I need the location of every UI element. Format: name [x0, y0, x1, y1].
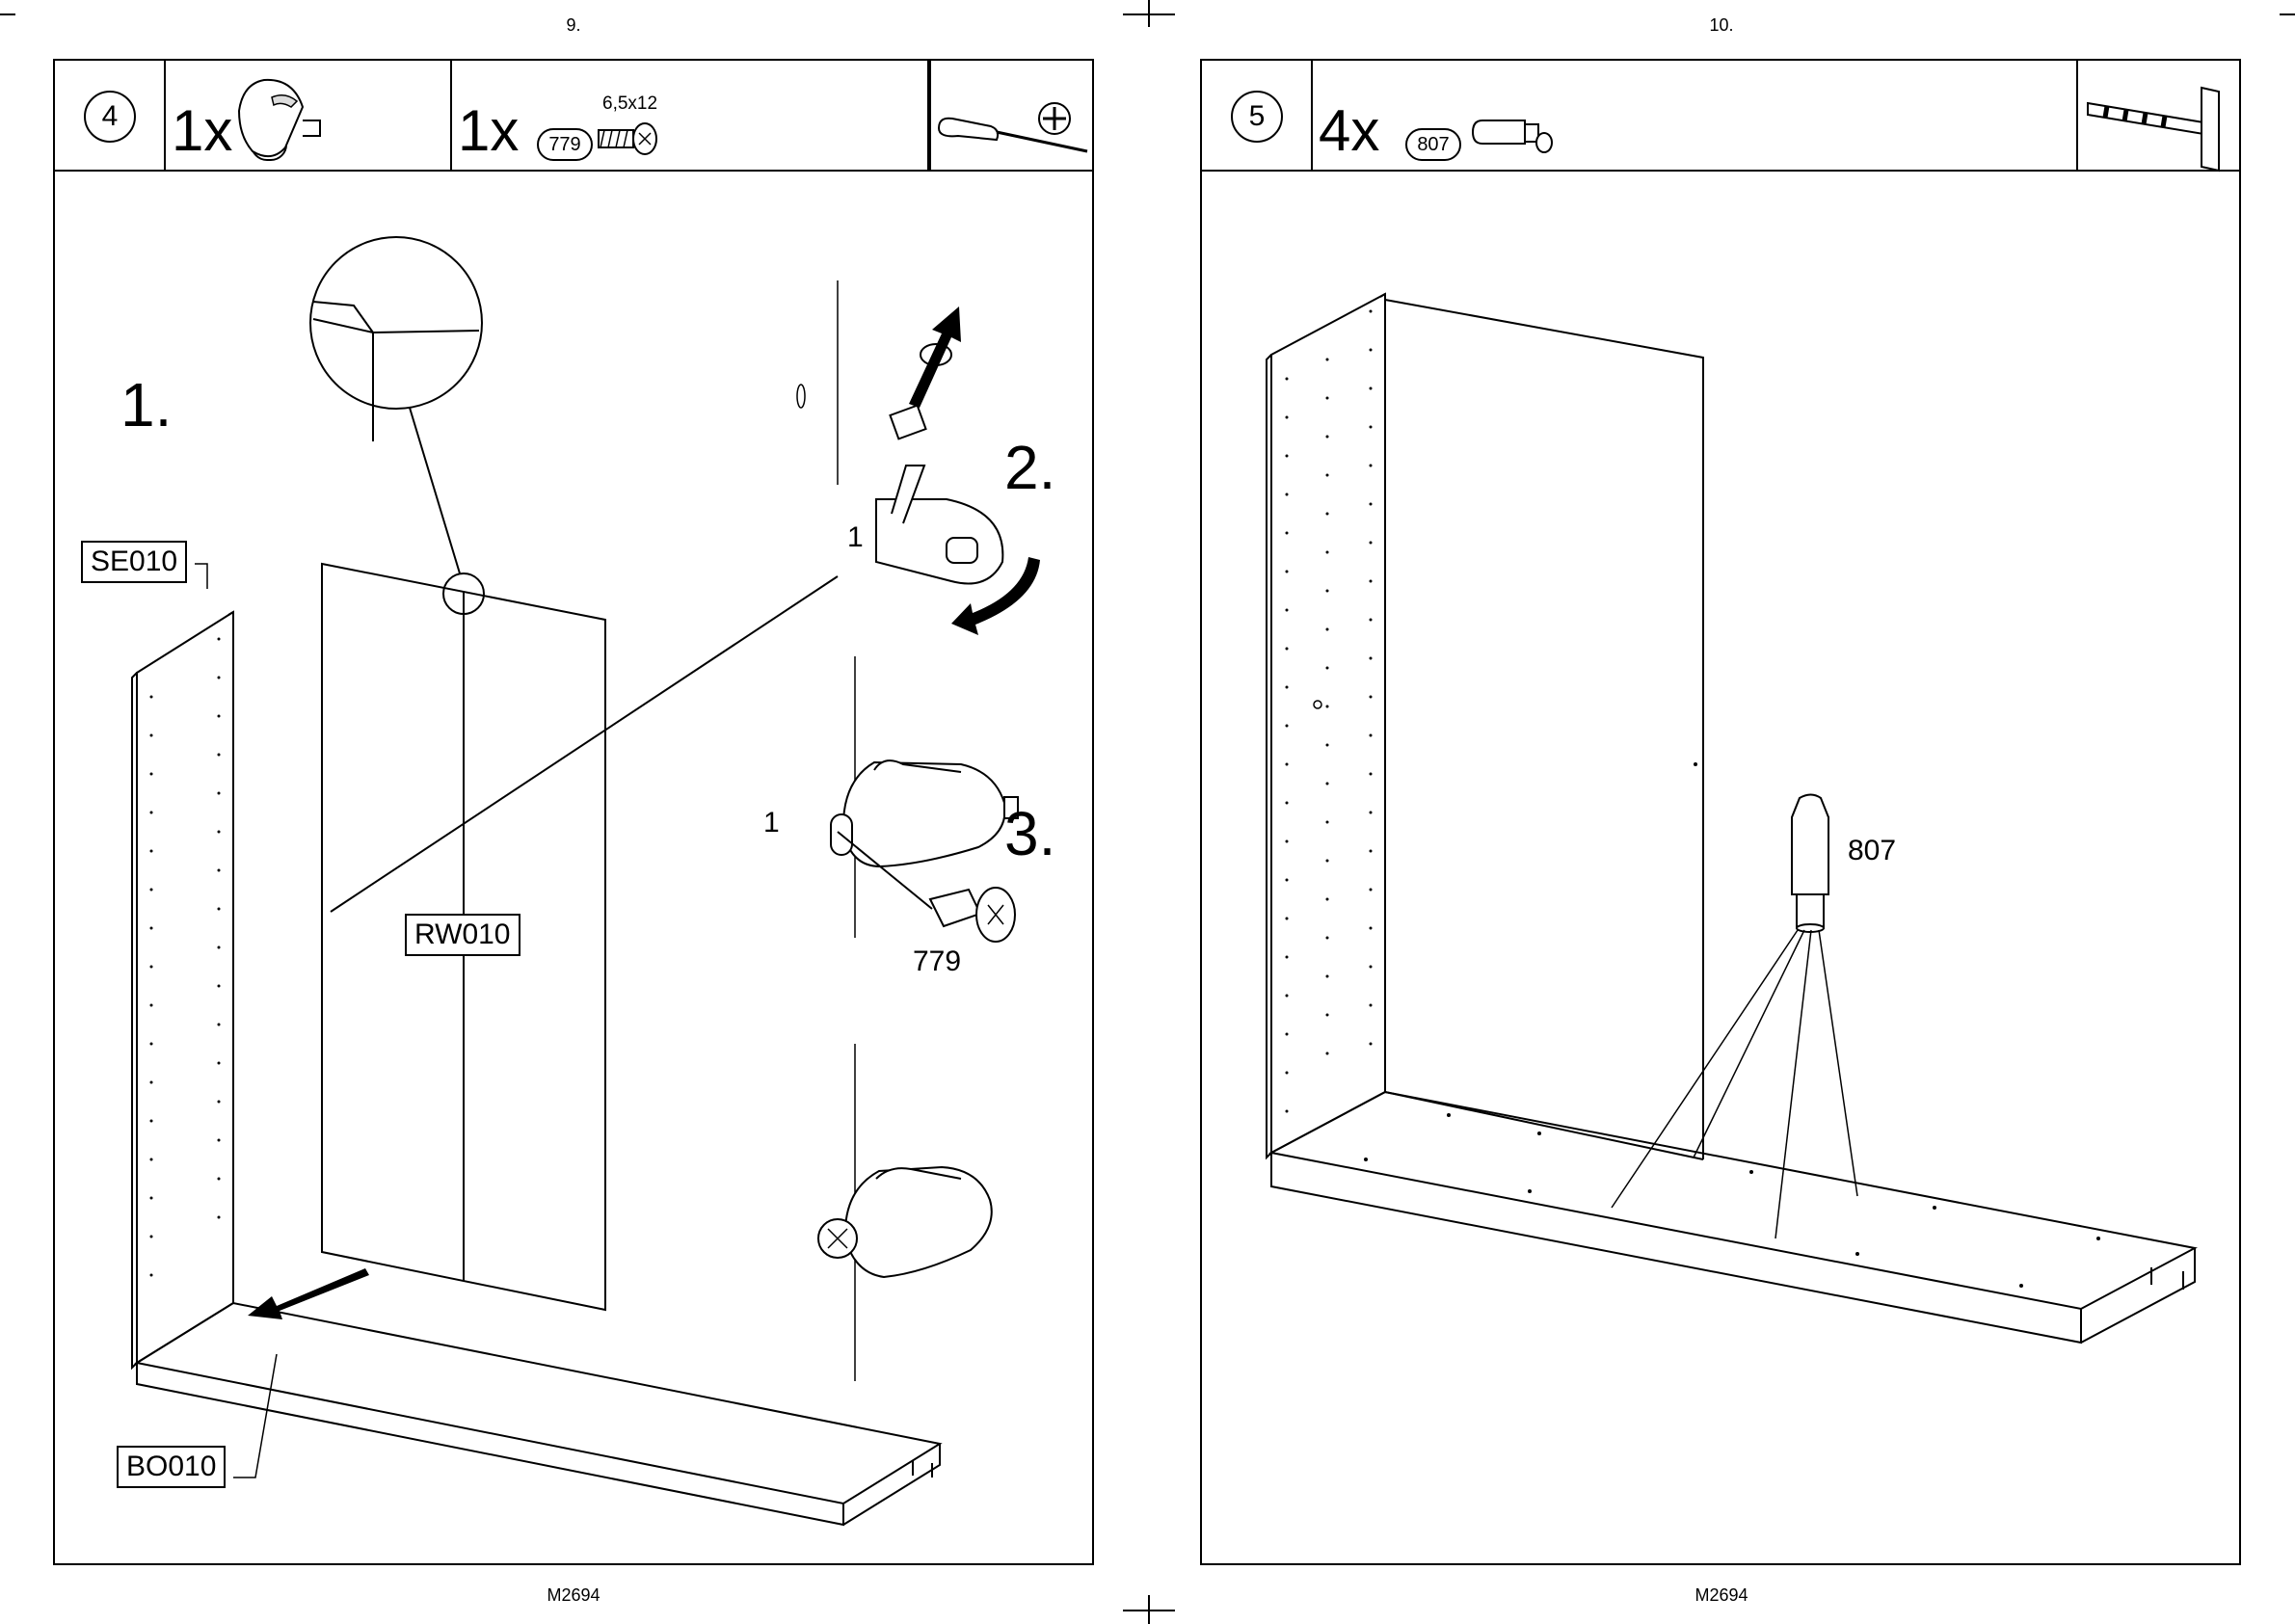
crop-mark [1123, 1610, 1175, 1611]
fitting-rotate [876, 344, 1002, 584]
crop-mark [1123, 13, 1175, 15]
dowel-callout: 807 [1848, 835, 1896, 867]
screw-779 [930, 888, 1015, 942]
page-footer: M2694 [1664, 1585, 1779, 1606]
back-panel-drawing [1385, 300, 1703, 1159]
instruction-sheet-step-4: 4 1x 1 1x 779 6,5x12 [53, 59, 1094, 1565]
page-footer: M2694 [516, 1585, 631, 1606]
lift-arrow [909, 306, 961, 408]
shelf-holes [1286, 310, 1373, 1113]
crop-mark [0, 13, 15, 15]
bottom-panel-label: BO010 [117, 1446, 226, 1488]
bottom-panel-drawing [1271, 1092, 2195, 1343]
dowel-drawing [1792, 795, 1828, 933]
back-panel-label: RW010 [405, 914, 520, 956]
shelf-holes [150, 638, 221, 1277]
assembly-illustration [1202, 61, 2243, 1567]
instruction-sheet-step-5: 5 4x 807 [1200, 59, 2241, 1565]
page-number: 10. [1664, 15, 1779, 36]
crop-mark [2280, 13, 2295, 15]
fitting-final [818, 1167, 992, 1277]
part-callout: 1 [847, 521, 864, 554]
insert-arrow [248, 1268, 369, 1319]
side-panel-drawing [1267, 294, 1385, 1158]
fitting-screwed [831, 760, 1018, 866]
part-callout: 1 [763, 807, 780, 839]
side-panel-drawing [132, 612, 233, 1368]
sub-step-2: 2. [1004, 432, 1055, 503]
detail-magnifier [310, 237, 484, 614]
page-number: 9. [516, 15, 631, 36]
sub-step-1: 1. [120, 369, 172, 440]
sub-step-3: 3. [1004, 798, 1055, 869]
side-panel-label: SE010 [81, 541, 187, 583]
leader-lines [1612, 930, 1857, 1238]
bottom-panel-drawing [137, 1303, 940, 1525]
assembly-illustration [55, 61, 1096, 1567]
screw-callout: 779 [913, 945, 961, 978]
